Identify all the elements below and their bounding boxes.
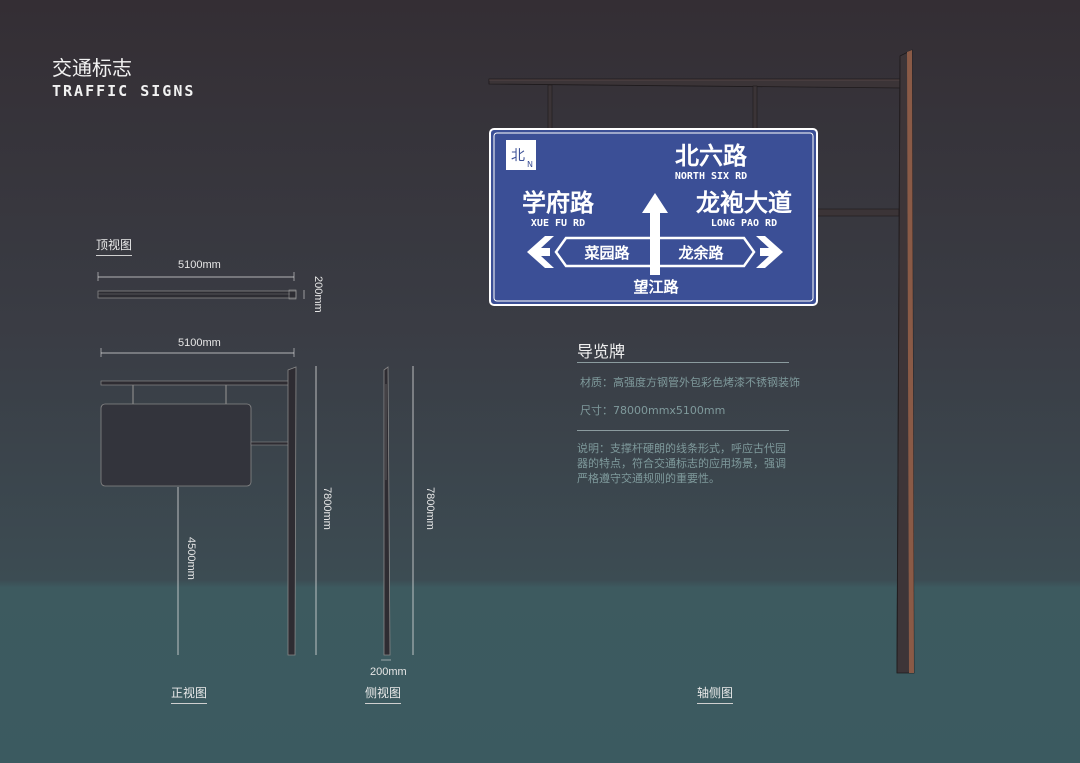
- north-road-cn: 北六路: [675, 142, 748, 170]
- cross-right-road: 龙余路: [677, 244, 724, 262]
- north-badge-sub: N: [527, 160, 533, 169]
- bottom-road: 望江路: [633, 278, 679, 296]
- top-width-dim: 5100mm: [178, 259, 221, 271]
- left-road-en: XUE FU RD: [531, 218, 585, 229]
- info-size: 尺寸：78000mmx5100mm: [580, 404, 726, 417]
- north-badge: [506, 140, 536, 170]
- info-title: 导览牌: [577, 342, 626, 361]
- north-road-en: NORTH SIX RD: [675, 171, 747, 182]
- north-badge-text: 北: [511, 148, 525, 164]
- top-view-label: 顶视图: [96, 236, 133, 256]
- info-desc-line-3: 严格遵守交通规则的重要性。: [577, 472, 720, 485]
- front-width-dim: 5100mm: [178, 337, 221, 349]
- info-material: 材质：高强度方钢管外包彩色烤漆不锈钢装饰: [580, 376, 800, 389]
- info-desc-line-2: 器的特点，符合交通标志的应用场景，强调: [577, 457, 786, 470]
- page-title-cn: 交通标志: [52, 56, 132, 80]
- cross-left-road: 菜园路: [583, 244, 630, 262]
- right-road-cn: 龙袍大道: [696, 189, 792, 217]
- side-depth-dim: 200mm: [370, 666, 407, 678]
- side-view-label: 侧视图: [365, 684, 402, 704]
- axonometric-view-label: 轴侧图: [697, 684, 734, 704]
- page-title-en: TRAFFIC SIGNS: [52, 82, 196, 100]
- up-arrow-icon: [642, 193, 668, 275]
- top-view-drawing: [97, 272, 305, 300]
- front-view-label: 正视图: [171, 684, 208, 704]
- info-divider-bottom: [577, 430, 789, 431]
- info-divider-top: [577, 362, 789, 363]
- cross-road-arrow-icon: [527, 236, 783, 268]
- traffic-sign-board: 北 N 北六路 NORTH SIX RD 学府路 XUE FU RD 龙袍大道 …: [489, 128, 818, 306]
- info-desc-line-1: 说明：支撑杆硬朗的线条形式，呼应古代园: [577, 442, 786, 455]
- side-view-drawing: [381, 366, 414, 661]
- left-road-cn: 学府路: [522, 189, 595, 217]
- axonometric-pole: [488, 49, 915, 674]
- front-view-drawing: [100, 348, 317, 656]
- right-road-en: LONG PAO RD: [711, 218, 777, 229]
